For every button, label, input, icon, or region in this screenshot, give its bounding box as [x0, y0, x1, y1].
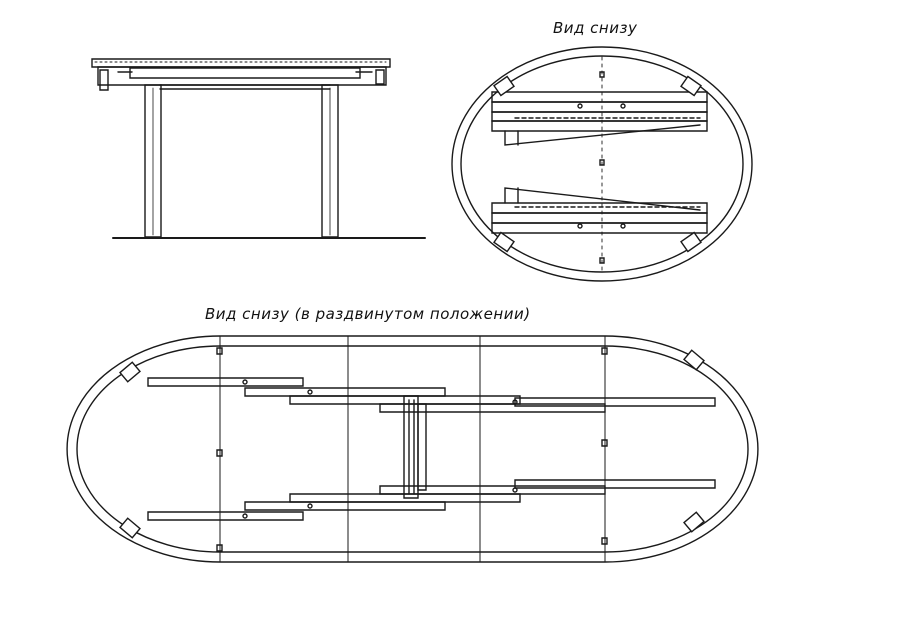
bottom-view-caption: Вид снизу: [553, 19, 638, 37]
tabletop-inner-edge: [461, 56, 743, 272]
table-apron: [98, 67, 386, 85]
tabletop: [92, 59, 390, 67]
bottom-view-extended: [67, 336, 758, 562]
extended-view-caption: Вид снизу (в раздвинутом положении): [205, 305, 531, 323]
bottom-view-closed: [452, 47, 752, 281]
side-elevation-view: [92, 59, 425, 238]
extended-tabletop-inner-edge: [77, 346, 748, 552]
extended-tabletop-outer-edge: [67, 336, 758, 562]
tabletop-outer-edge: [452, 47, 752, 281]
